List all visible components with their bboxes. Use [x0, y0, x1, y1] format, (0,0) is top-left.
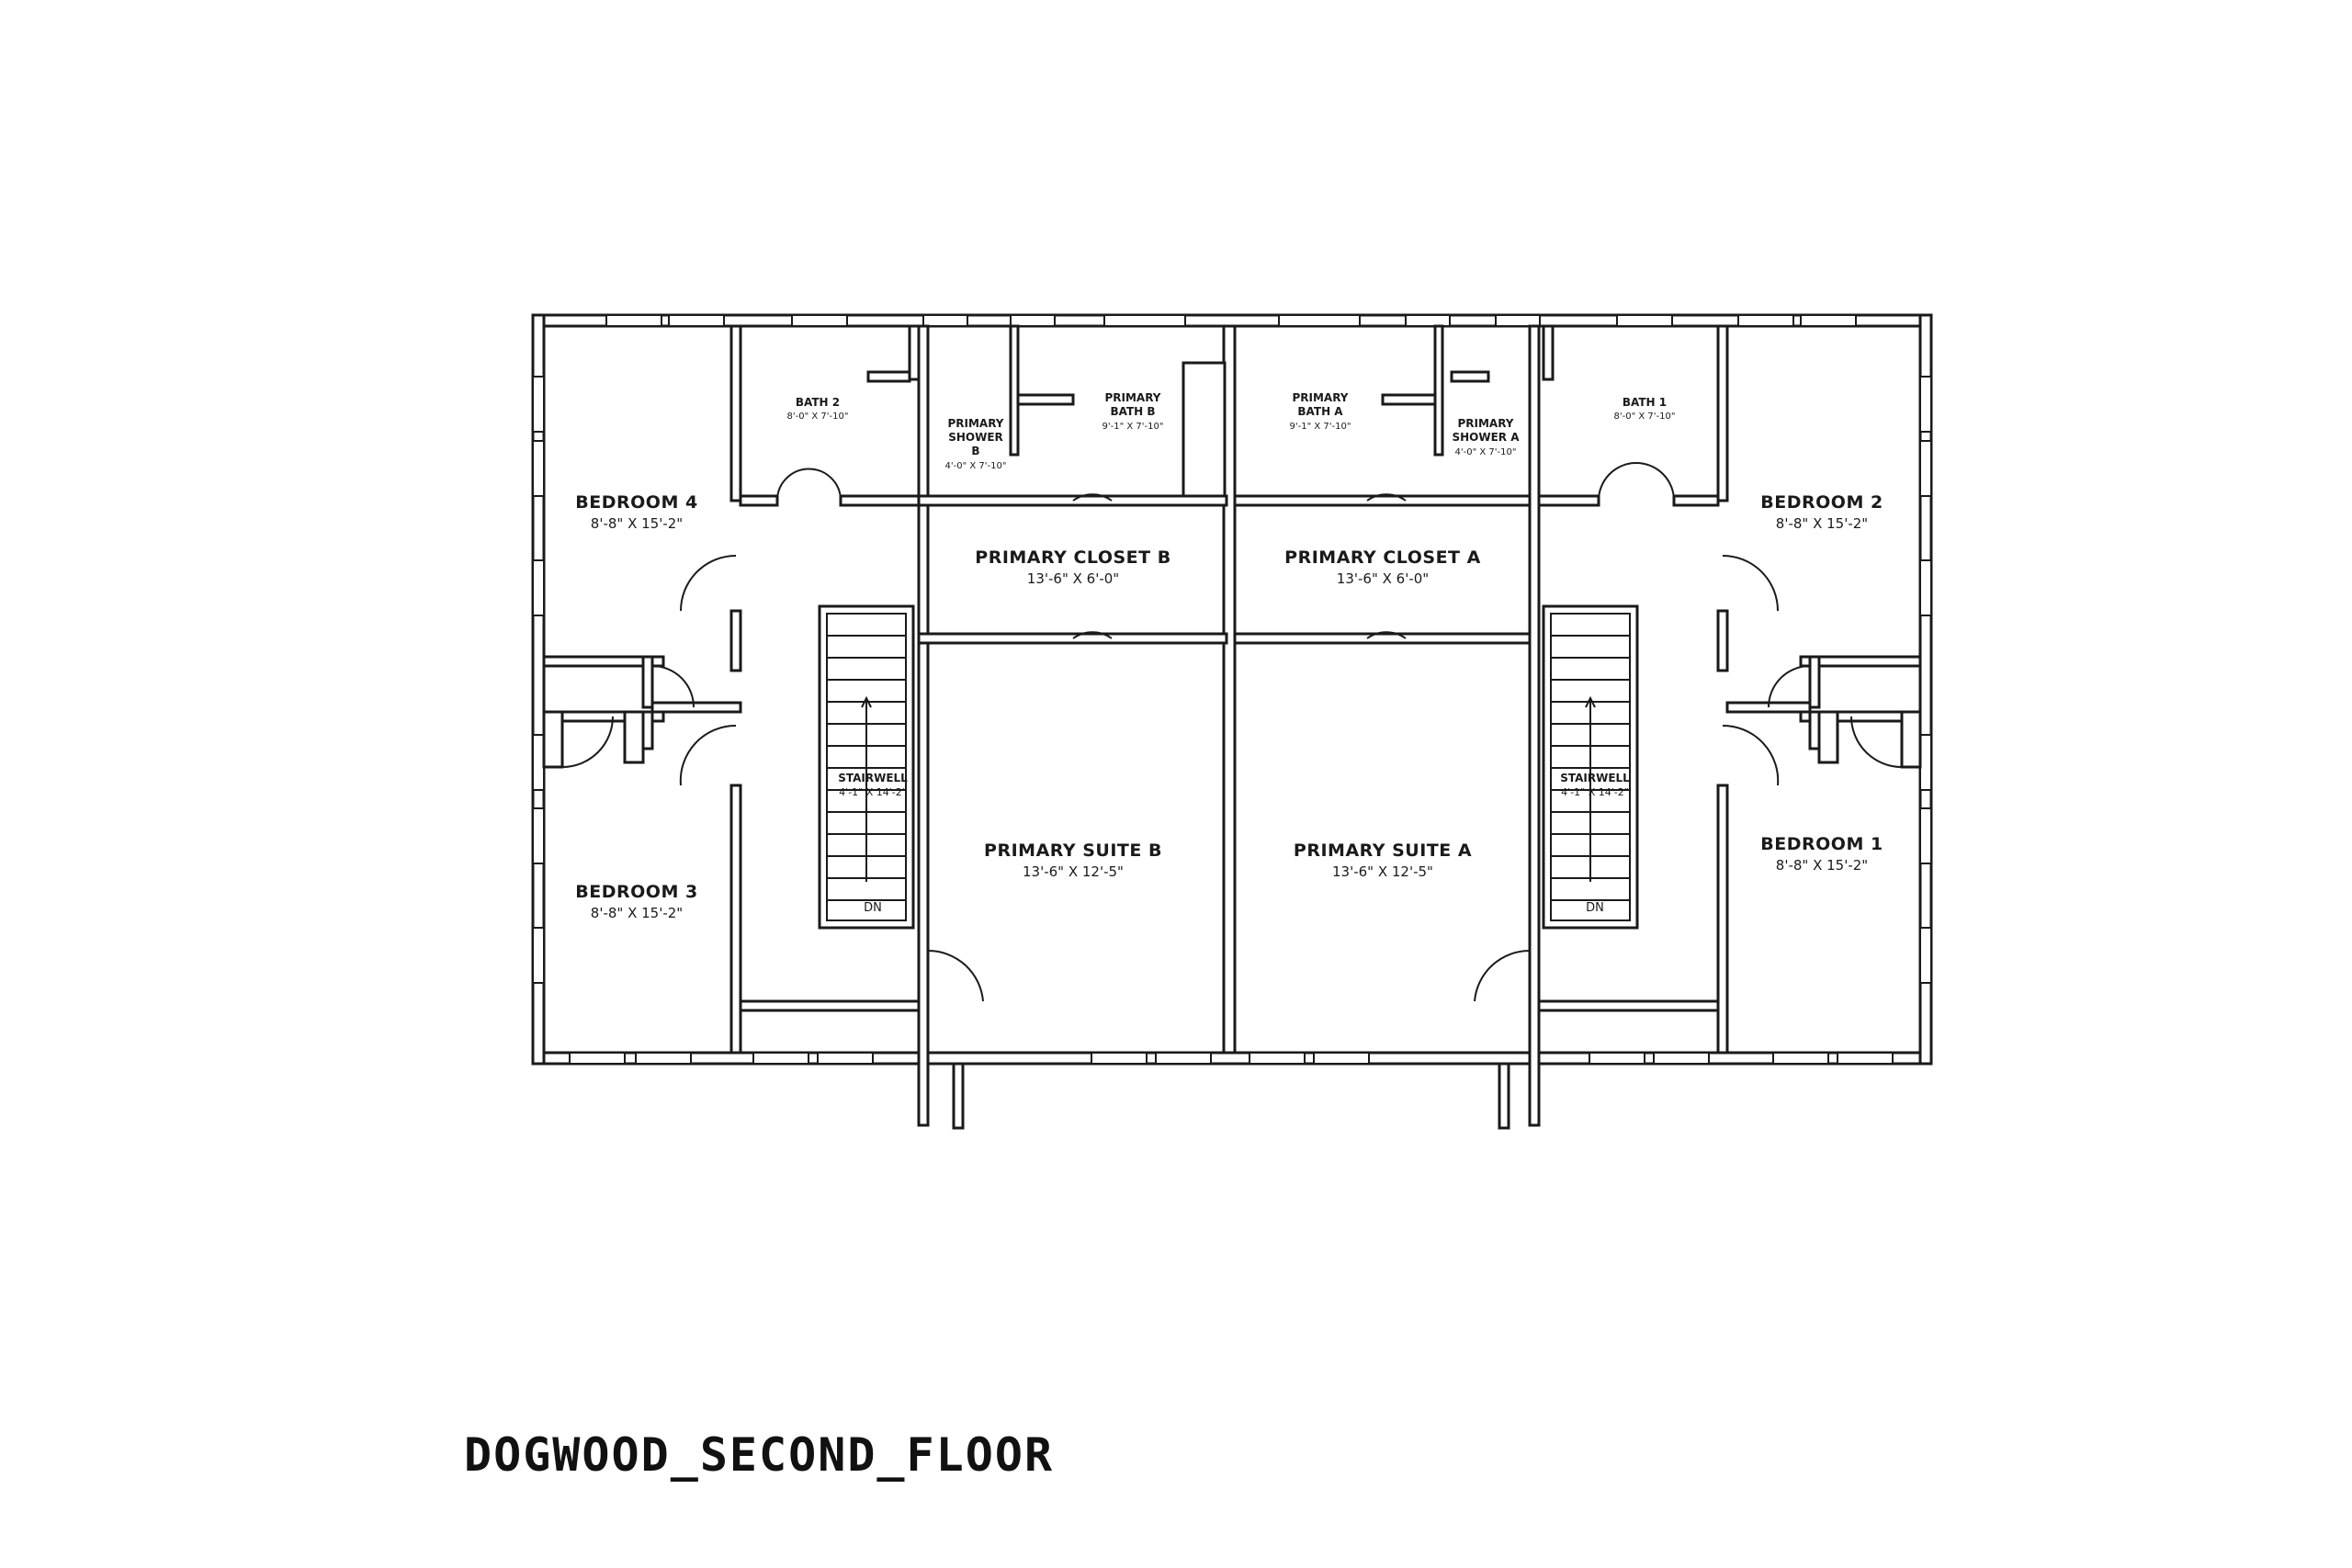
svg-text:STAIRWELL: STAIRWELL [838, 772, 908, 784]
svg-text:13'-6" X 12'-5": 13'-6" X 12'-5" [1023, 863, 1124, 880]
entry-posts [952, 1062, 1510, 1130]
svg-text:PRIMARY: PRIMARY [1292, 391, 1348, 404]
svg-text:8'-8" X 15'-2": 8'-8" X 15'-2" [591, 515, 683, 532]
svg-text:DN: DN [864, 901, 882, 915]
room-label-primary-closet-a: PRIMARY CLOSET A 13'-6" X 6'-0" [1284, 547, 1481, 587]
svg-text:STAIRWELL: STAIRWELL [1560, 772, 1630, 784]
svg-text:4'-1" X 14'-2": 4'-1" X 14'-2" [839, 786, 907, 798]
svg-text:8'-0" X 7'-10": 8'-0" X 7'-10" [787, 412, 849, 422]
room-label-stairwell-b: STAIRWELL 4'-1" X 14'-2" DN [838, 772, 908, 915]
svg-text:DN: DN [1586, 901, 1604, 915]
door-swings [561, 462, 1903, 1002]
svg-text:BEDROOM 3: BEDROOM 3 [575, 882, 697, 902]
svg-text:4'-0" X 7'-10": 4'-0" X 7'-10" [1455, 447, 1517, 457]
svg-text:PRIMARY SUITE B: PRIMARY SUITE B [984, 840, 1162, 861]
svg-text:PRIMARY CLOSET A: PRIMARY CLOSET A [1284, 547, 1481, 568]
svg-text:BATH A: BATH A [1297, 405, 1343, 418]
interior-walls [542, 324, 1922, 1127]
svg-text:PRIMARY: PRIMARY [1457, 417, 1513, 430]
svg-text:BATH B: BATH B [1110, 405, 1155, 418]
svg-text:4'-1" X 14'-2": 4'-1" X 14'-2" [1561, 786, 1629, 798]
svg-text:9'-1" X 7'-10": 9'-1" X 7'-10" [1102, 422, 1164, 432]
room-label-primary-suite-a: PRIMARY SUITE A 13'-6" X 12'-5" [1294, 840, 1472, 880]
svg-text:SHOWER A: SHOWER A [1452, 431, 1520, 444]
room-label-primary-bath-a: PRIMARY BATH A 9'-1" X 7'-10" [1290, 391, 1351, 432]
svg-text:BEDROOM 4: BEDROOM 4 [575, 492, 697, 513]
svg-text:8'-8" X 15'-2": 8'-8" X 15'-2" [1776, 857, 1868, 874]
drawing-title: DOGWOOD_SECOND_FLOOR [464, 1428, 1055, 1482]
svg-text:BEDROOM 1: BEDROOM 1 [1760, 834, 1883, 854]
svg-text:4'-0" X 7'-10": 4'-0" X 7'-10" [945, 461, 1007, 471]
room-label-primary-shower-b: PRIMARY SHOWER B 4'-0" X 7'-10" [945, 417, 1007, 471]
svg-text:B: B [971, 445, 979, 457]
room-label-primary-suite-b: PRIMARY SUITE B 13'-6" X 12'-5" [984, 840, 1162, 880]
room-label-primary-closet-b: PRIMARY CLOSET B 13'-6" X 6'-0" [975, 547, 1170, 587]
room-label-bath-2: BATH 2 8'-0" X 7'-10" [787, 396, 849, 422]
svg-text:8'-8" X 15'-2": 8'-8" X 15'-2" [591, 905, 683, 921]
svg-text:PRIMARY: PRIMARY [1104, 391, 1160, 404]
room-label-bedroom-2: BEDROOM 2 8'-8" X 15'-2" [1760, 492, 1883, 532]
svg-text:BATH 2: BATH 2 [796, 396, 840, 409]
svg-text:9'-1" X 7'-10": 9'-1" X 7'-10" [1290, 422, 1351, 432]
room-label-bedroom-4: BEDROOM 4 8'-8" X 15'-2" [575, 492, 697, 532]
room-label-bedroom-1: BEDROOM 1 8'-8" X 15'-2" [1760, 834, 1883, 874]
svg-text:13'-6" X 6'-0": 13'-6" X 6'-0" [1027, 570, 1119, 587]
svg-text:PRIMARY CLOSET B: PRIMARY CLOSET B [975, 547, 1170, 568]
stairs-a [1542, 604, 1639, 930]
room-label-bath-1: BATH 1 8'-0" X 7'-10" [1614, 396, 1676, 422]
room-label-stairwell-a: STAIRWELL 4'-1" X 14'-2" DN [1560, 772, 1630, 915]
stairs-b [818, 604, 915, 930]
svg-text:8'-0" X 7'-10": 8'-0" X 7'-10" [1614, 412, 1676, 422]
svg-text:8'-8" X 15'-2": 8'-8" X 15'-2" [1776, 515, 1868, 532]
svg-text:PRIMARY: PRIMARY [947, 417, 1003, 430]
svg-text:PRIMARY SUITE A: PRIMARY SUITE A [1294, 840, 1472, 861]
room-label-bedroom-3: BEDROOM 3 8'-8" X 15'-2" [575, 882, 697, 921]
svg-text:BEDROOM 2: BEDROOM 2 [1760, 492, 1883, 513]
svg-text:13'-6" X 12'-5": 13'-6" X 12'-5" [1332, 863, 1433, 880]
svg-text:13'-6" X 6'-0": 13'-6" X 6'-0" [1337, 570, 1429, 587]
windows [532, 314, 1932, 1065]
room-label-primary-shower-a: PRIMARY SHOWER A 4'-0" X 7'-10" [1452, 417, 1520, 457]
svg-text:SHOWER: SHOWER [948, 431, 1003, 444]
room-label-primary-bath-b: PRIMARY BATH B 9'-1" X 7'-10" [1102, 391, 1164, 432]
svg-text:BATH 1: BATH 1 [1623, 396, 1667, 409]
